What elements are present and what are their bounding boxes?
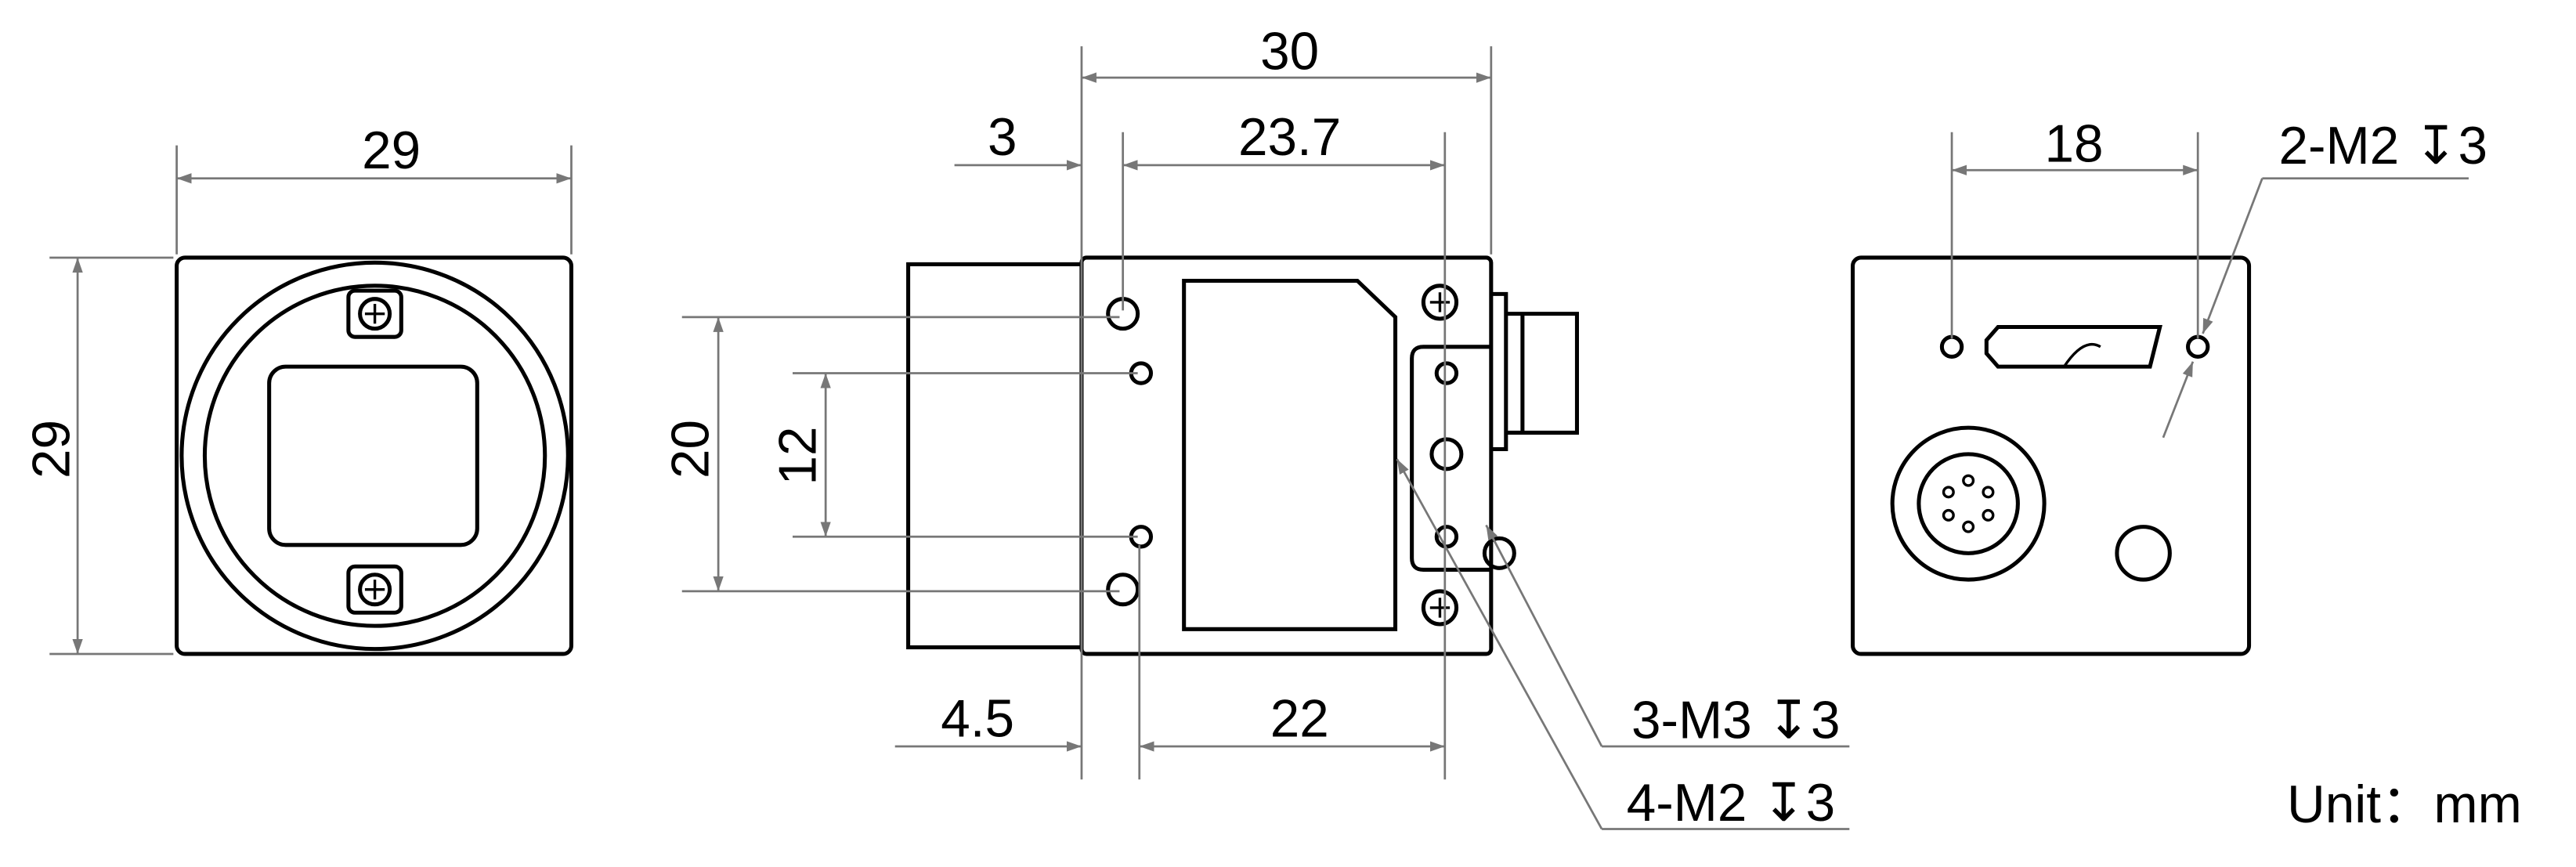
- mount-hole: [1106, 573, 1140, 607]
- back-view: 18 2-M2 ↧3: [1851, 115, 2487, 656]
- screw-icon: [1421, 284, 1459, 321]
- screw-icon: [1421, 589, 1459, 627]
- side-length-label: 30: [1260, 23, 1319, 81]
- side-hole-span-bottom-label: 22: [1270, 689, 1329, 748]
- screw-icon: [346, 564, 403, 615]
- side-view: 30 3 23.7 4.5 22 20 12 3-M3 ↧3 4-M2 ↧3: [661, 23, 1850, 833]
- unit-label: Unit：mm: [2287, 775, 2522, 834]
- back-hole-span-label: 18: [2045, 115, 2104, 174]
- side-offset-top-label: 3: [988, 108, 1017, 167]
- side-vertical-inner-label: 12: [769, 426, 828, 485]
- side-hole-span-top-label: 23.7: [1238, 108, 1341, 167]
- front-height-label: 29: [23, 420, 81, 479]
- screw-icon: [346, 288, 403, 339]
- side-vertical-outer-label: 20: [661, 420, 720, 479]
- power-io-connector: [1890, 425, 2047, 582]
- side-offset-bottom-label: 4.5: [941, 689, 1014, 748]
- callout-3-m3: 3-M3 ↧3: [1631, 691, 1840, 750]
- front-view: 29 29: [23, 121, 574, 656]
- status-led: [2115, 525, 2172, 582]
- callout-4-m2: 4-M2 ↧3: [1627, 774, 1835, 833]
- front-width-label: 29: [362, 121, 421, 180]
- callout-2-m2: 2-M2 ↧3: [2279, 117, 2487, 175]
